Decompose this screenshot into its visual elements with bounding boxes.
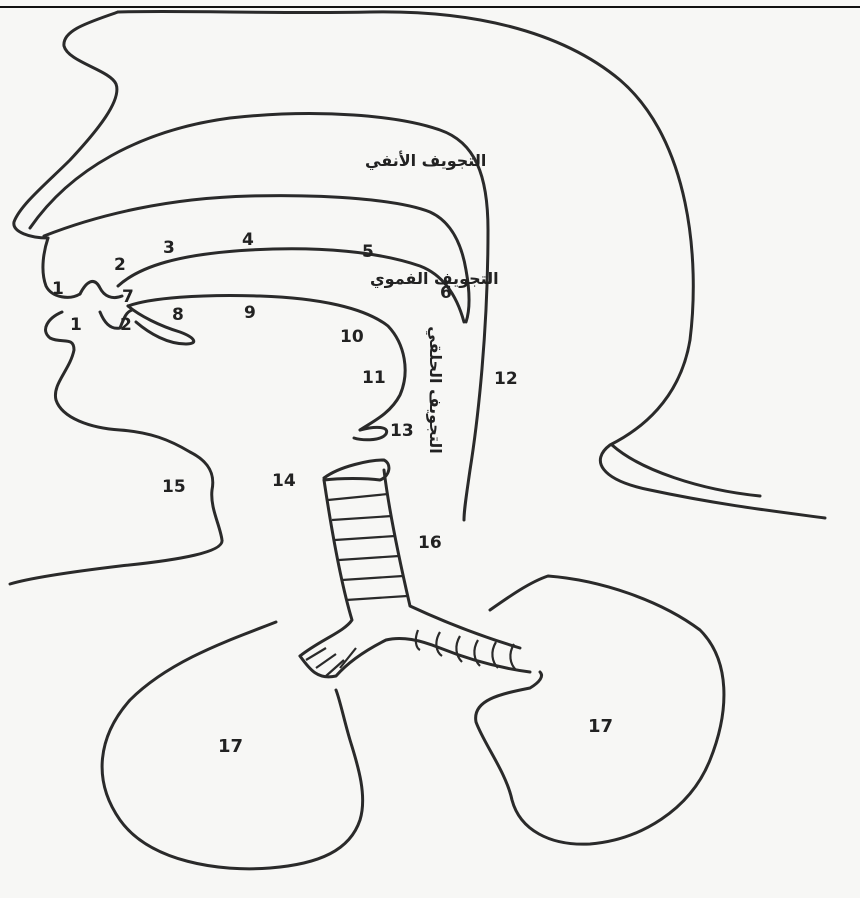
- right-bronchus-rings: [416, 630, 516, 670]
- label-8: 8: [172, 305, 184, 325]
- label-1-lower: 1: [70, 315, 82, 335]
- label-14: 14: [272, 471, 296, 491]
- label-12: 12: [494, 369, 518, 389]
- oral-cavity-label: التجويف الفموي: [370, 269, 499, 289]
- label-17-left: 17: [218, 736, 243, 757]
- label-10: 10: [340, 327, 364, 347]
- nose-outline: [14, 12, 118, 238]
- label-2-upper: 2: [114, 255, 126, 275]
- label-16: 16: [418, 533, 442, 553]
- back-of-neck-line: [612, 445, 760, 496]
- nasal-cavity-label: التجويف الأنفي: [365, 151, 486, 171]
- label-13: 13: [390, 421, 414, 441]
- lower-lip-outline: [10, 312, 222, 584]
- nasal-cavity-roof: [30, 114, 488, 520]
- label-1-upper: 1: [52, 279, 64, 299]
- pharyngeal-cavity-label: التجويف الحلقي: [425, 326, 445, 453]
- label-17-right: 17: [588, 716, 613, 737]
- epiglottis-outline: [354, 427, 387, 439]
- head-outline: [118, 11, 825, 518]
- label-5: 5: [362, 242, 374, 262]
- label-2-lower: 2: [120, 315, 132, 335]
- label-11: 11: [362, 368, 386, 388]
- trachea-rings: [328, 494, 407, 600]
- label-3: 3: [163, 238, 175, 258]
- trachea-left-wall: [300, 480, 352, 656]
- right-lung: [476, 576, 724, 844]
- upper-teeth-outline: [80, 281, 122, 297]
- larynx-outline: [324, 460, 389, 480]
- label-4: 4: [242, 230, 254, 250]
- tongue-tip-outline: [128, 306, 194, 344]
- trachea-right-wall: [384, 470, 520, 648]
- nasal-cavity-floor: [44, 196, 469, 322]
- label-6: 6: [440, 283, 452, 303]
- tongue-outline: [128, 295, 405, 430]
- label-9: 9: [244, 303, 256, 323]
- label-7: 7: [122, 287, 134, 307]
- label-15: 15: [162, 477, 186, 497]
